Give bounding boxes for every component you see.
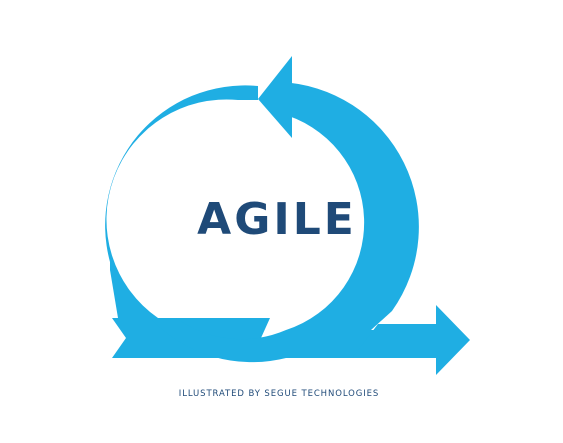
cycle-bottom-sweep: [150, 318, 418, 363]
cycle-arrowhead: [258, 56, 292, 138]
diagram-title: AGILE: [197, 194, 357, 245]
agile-cycle-arrow-icon: [105, 56, 419, 363]
cycle-ring: [105, 82, 419, 330]
diagram-credit: ILLUSTRATED BY SEGUE TECHNOLOGIES: [179, 389, 379, 399]
exit-arrow-icon: [352, 305, 470, 375]
